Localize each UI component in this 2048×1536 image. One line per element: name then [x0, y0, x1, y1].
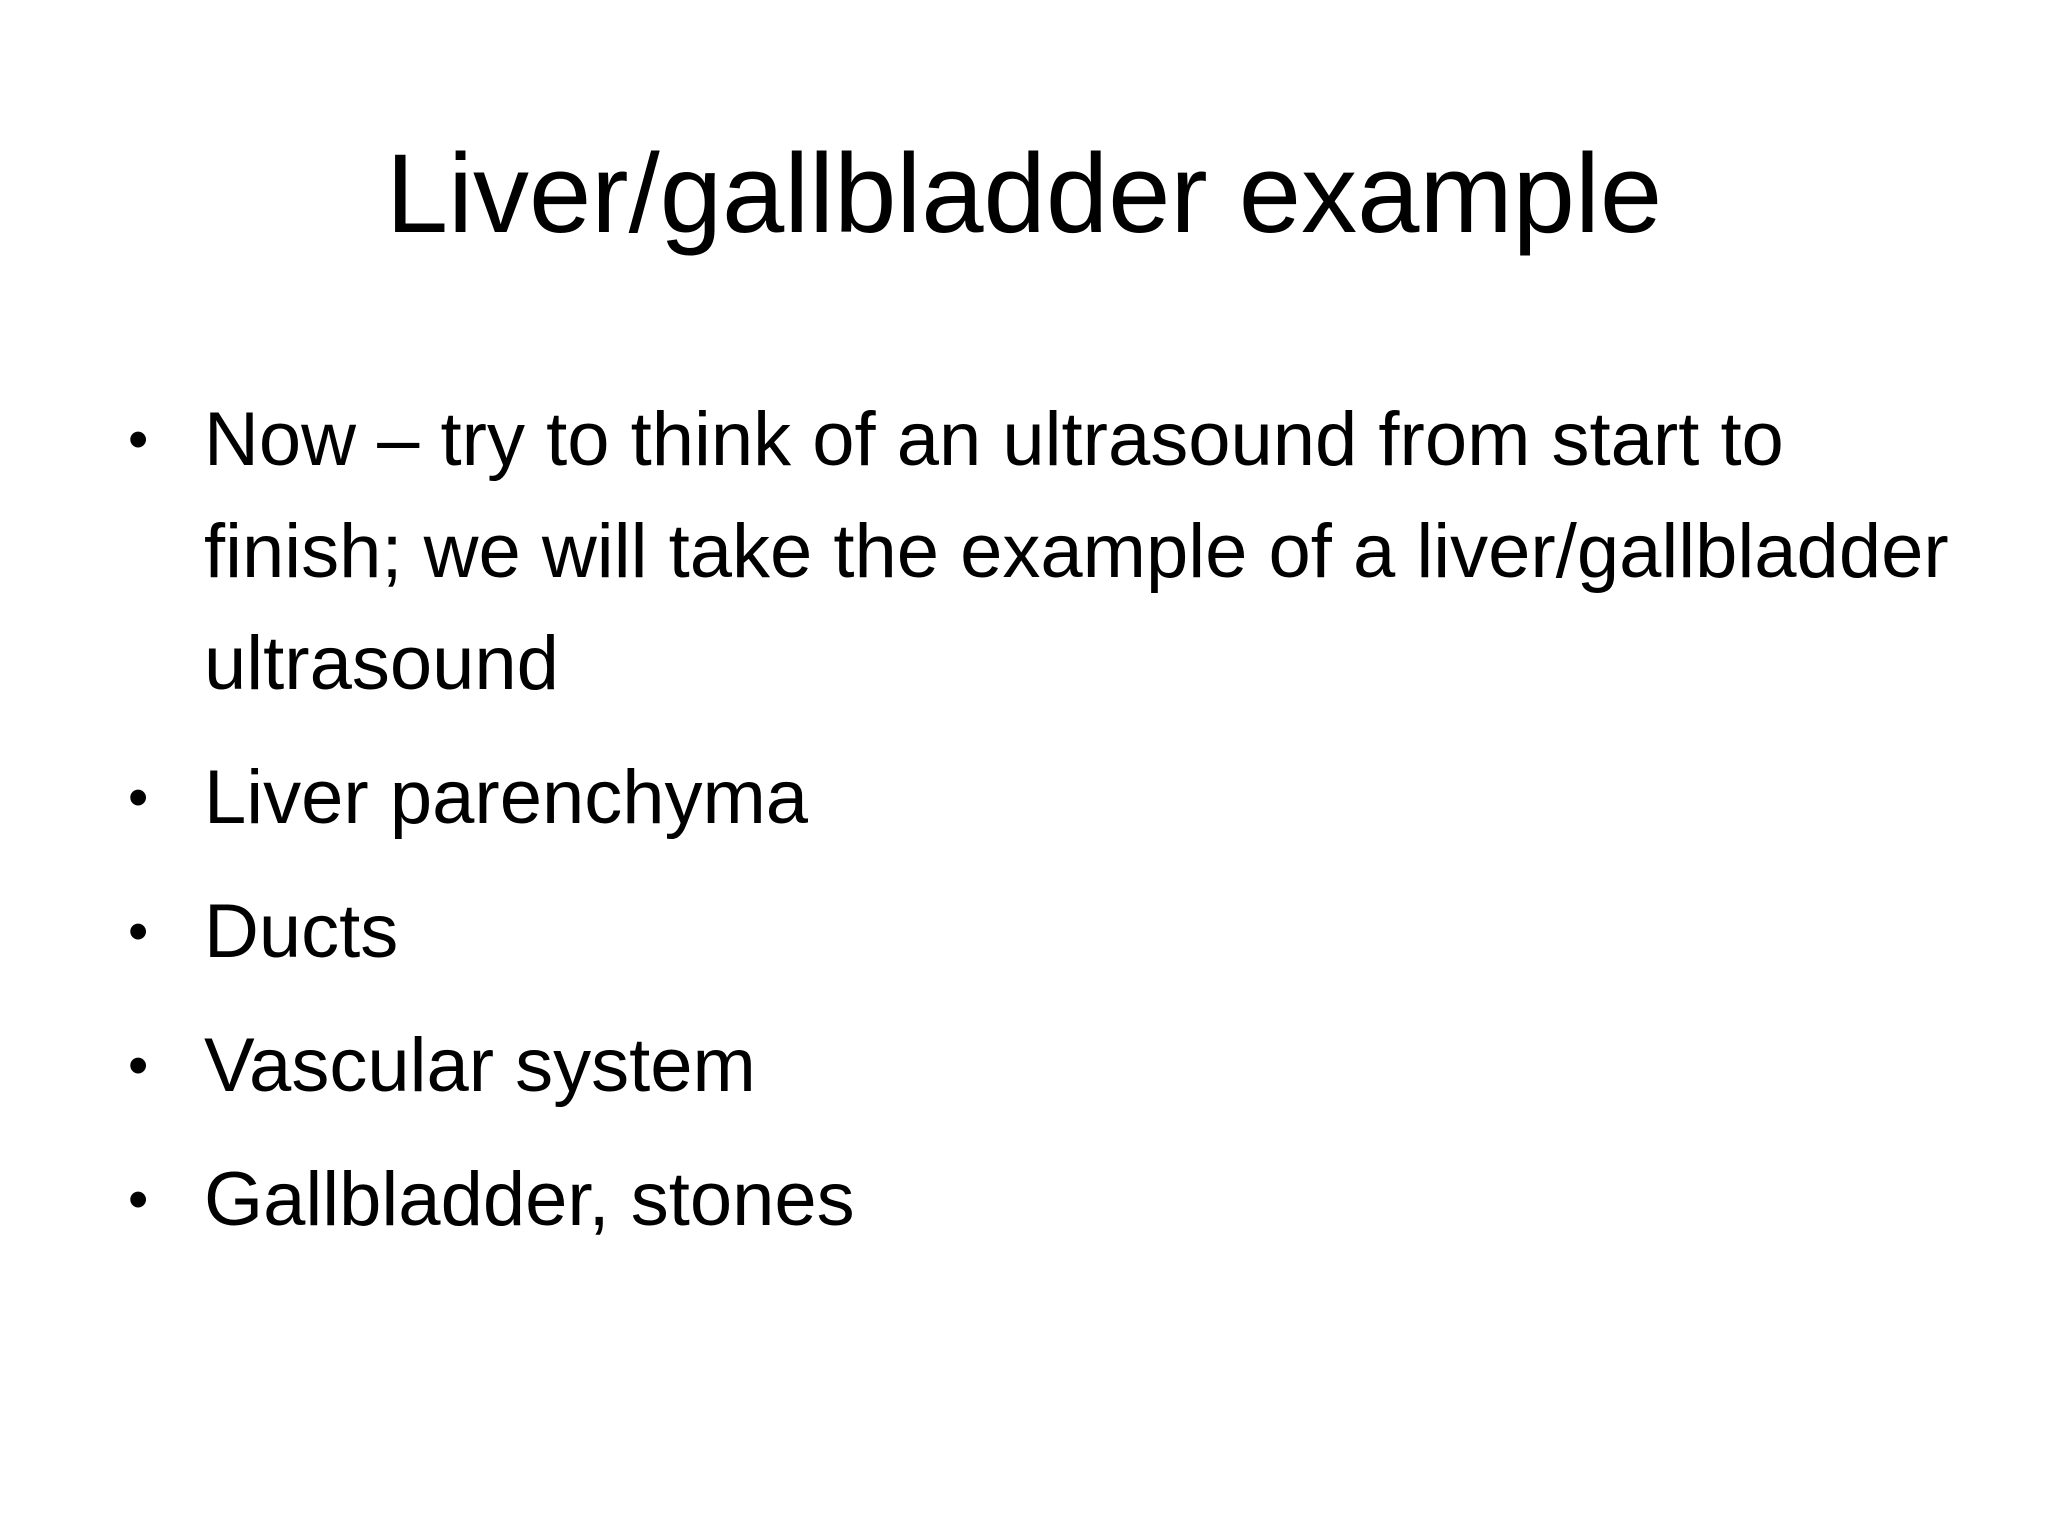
bullet-text: Vascular system — [204, 1023, 756, 1108]
bullet-text: Gallbladder, stones — [204, 1157, 855, 1242]
bullet-item: • Gallbladder, stones — [120, 1144, 1980, 1256]
bullet-dot-icon: • — [128, 407, 149, 472]
bullet-dot-icon: • — [128, 765, 149, 830]
bullet-item: • Vascular system — [120, 1010, 1980, 1122]
bullet-dot-icon: • — [128, 899, 149, 964]
bullet-item: • Ducts — [120, 876, 1980, 988]
bullet-text: Ducts — [204, 889, 399, 974]
bullet-item: • Liver parenchyma — [120, 742, 1980, 854]
bullet-text: Liver parenchyma — [204, 755, 809, 840]
bullet-list: • Now – try to think of an ultrasound fr… — [120, 384, 1980, 1278]
bullet-text: Now – try to think of an ultrasound from… — [204, 397, 1949, 706]
slide-title: Liver/gallbladder example — [385, 131, 1663, 256]
bullet-dot-icon: • — [128, 1033, 149, 1098]
bullet-dot-icon: • — [128, 1167, 149, 1232]
bullet-item: • Now – try to think of an ultrasound fr… — [120, 384, 1980, 720]
